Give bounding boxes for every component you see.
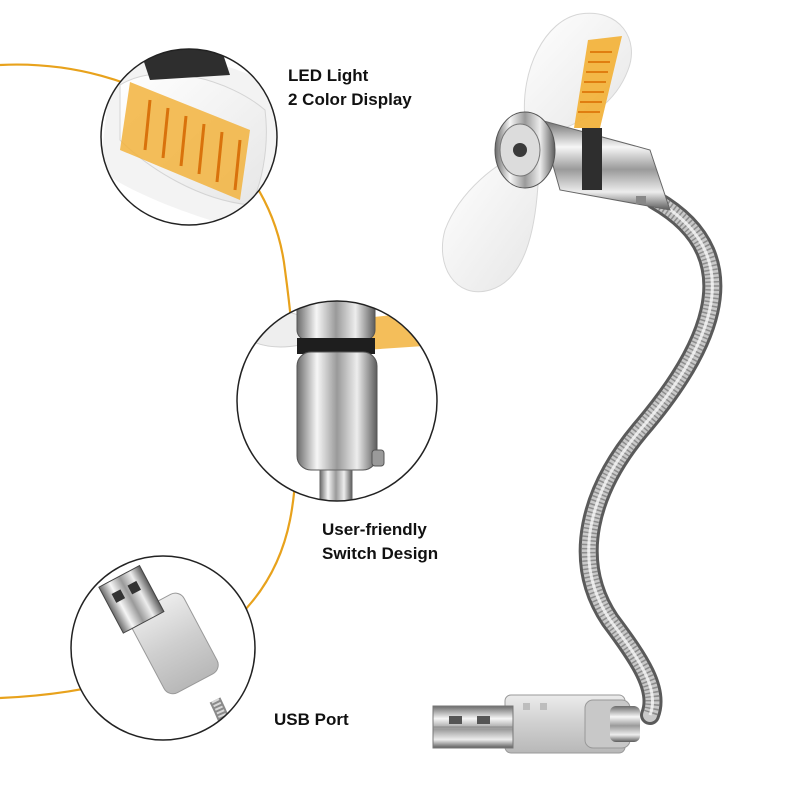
led-light-label-line1: LED Light xyxy=(288,66,369,85)
switch-design-label-line1: User-friendly xyxy=(322,520,427,539)
usb-plug xyxy=(432,694,640,754)
led-strip xyxy=(574,36,622,128)
switch-design-label: User-friendly Switch Design xyxy=(322,518,438,566)
motor-housing xyxy=(494,111,671,211)
led-light-label: LED Light 2 Color Display xyxy=(288,64,412,112)
usb-port-label-line1: USB Port xyxy=(274,710,349,729)
gooseneck-shadow xyxy=(578,190,723,725)
usb-port-callout-circle xyxy=(70,555,256,741)
usb-fan-product xyxy=(432,12,723,754)
switch-design-label-line2: Switch Design xyxy=(322,544,439,563)
led-light-label-line2: 2 Color Display xyxy=(288,90,412,109)
usb-port-label: USB Port xyxy=(274,708,349,732)
gooseneck-cable xyxy=(581,193,720,722)
switch-design-callout-circle xyxy=(236,300,438,502)
led-light-callout-circle xyxy=(100,48,278,226)
